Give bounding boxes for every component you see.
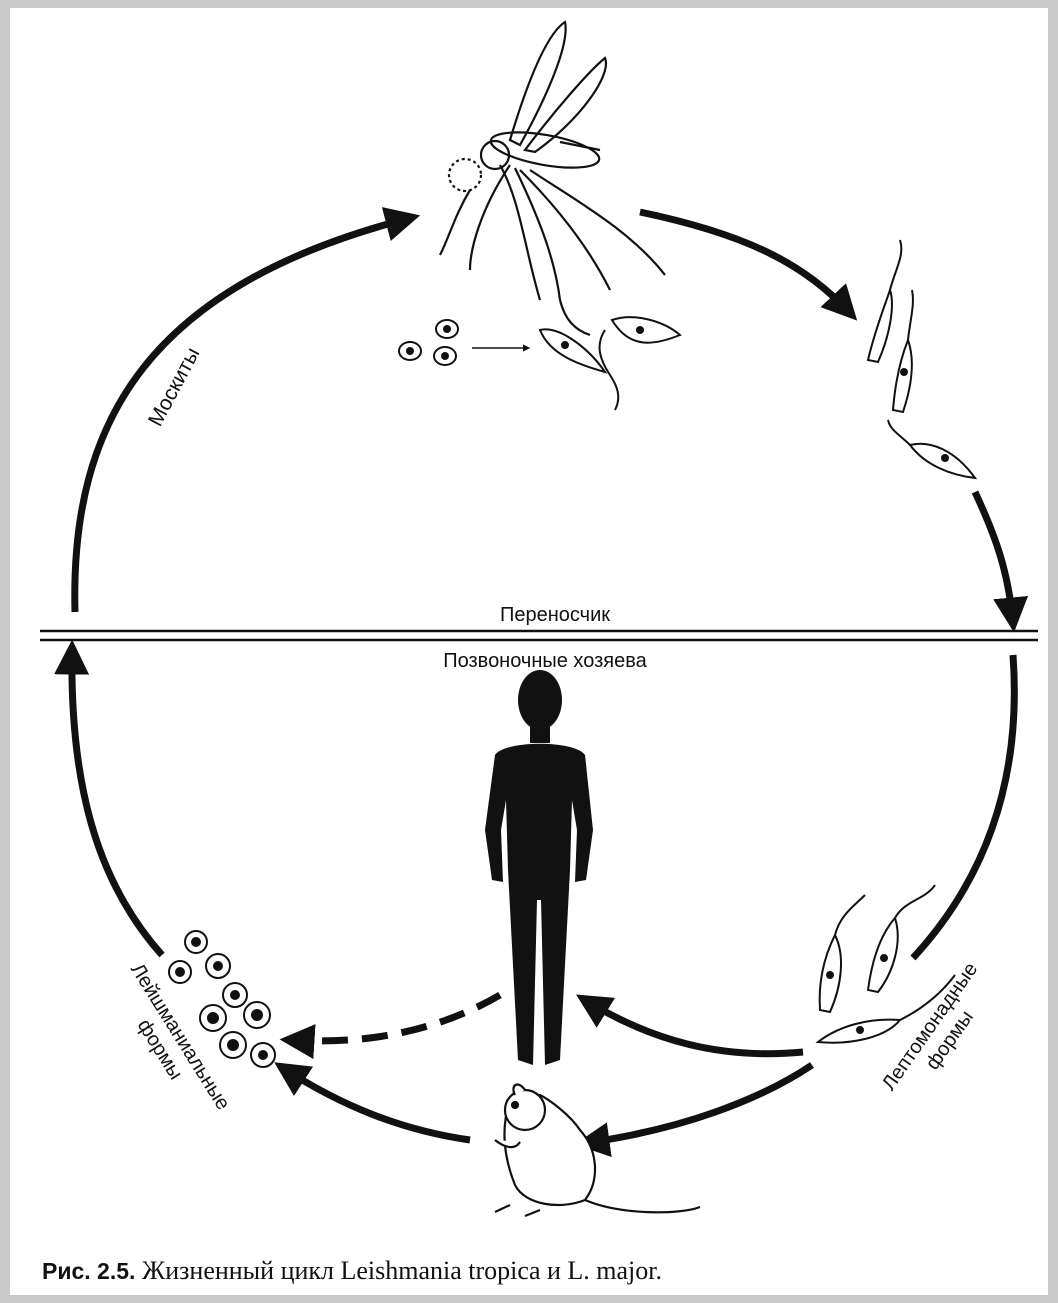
- label-leishmanial-forms: Лейшманиальные формы: [106, 960, 234, 1127]
- arrow-human-to-leishmanial: [290, 995, 500, 1041]
- cycle-arrow-right-lower: [913, 655, 1014, 958]
- caption-figure-ref: Рис. 2.5.: [42, 1258, 135, 1284]
- label-carrier: Переносчик: [500, 604, 610, 626]
- label-vertebrate-hosts: Позвоночные хозяева: [443, 650, 647, 672]
- label-leptomonad-forms: Лептомонадные формы: [878, 959, 1002, 1109]
- cycle-arrow-right-down: [975, 492, 1013, 622]
- promastigote-group-right: [868, 240, 975, 478]
- cycle-arrow-top-right: [640, 212, 850, 313]
- cycle-arrow-left-top: [75, 218, 410, 612]
- arrow-rodent-to-leishmanial: [283, 1068, 470, 1140]
- rodent-illustration: [495, 1085, 700, 1216]
- arrow-leptomonad-to-human: [585, 1000, 803, 1054]
- mosquito-illustration: [440, 22, 665, 335]
- arrow-leptomonad-to-rodent: [585, 1065, 812, 1143]
- caption-text: Жизненный цикл Leishmania tropica и L. m…: [142, 1256, 662, 1285]
- cycle-arrow-left-up: [72, 650, 162, 955]
- amastigote-group-top: [399, 317, 680, 410]
- figure-caption: Рис. 2.5. Жизненный цикл Leishmania trop…: [42, 1256, 662, 1286]
- human-silhouette: [485, 670, 593, 1065]
